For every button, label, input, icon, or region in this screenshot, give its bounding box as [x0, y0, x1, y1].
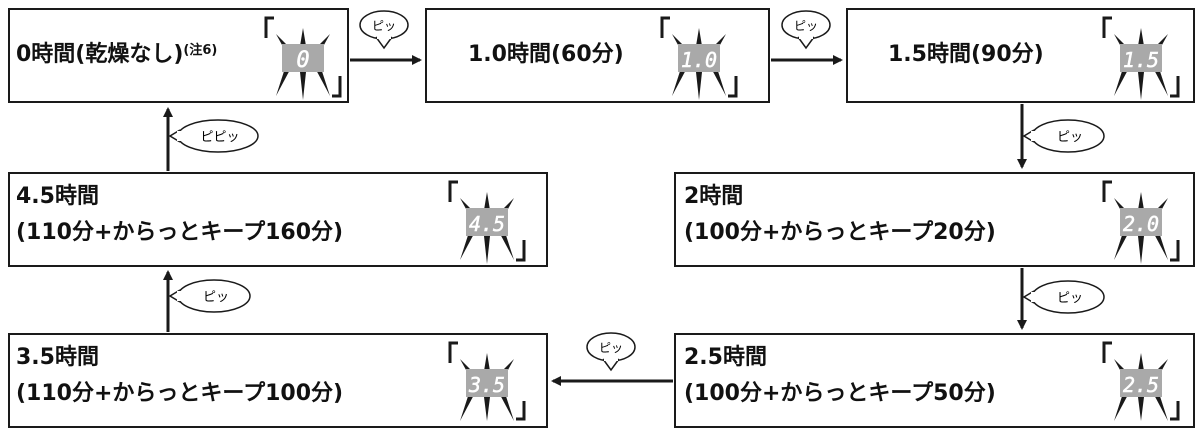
beep-text: ピッ — [1057, 291, 1083, 306]
beep-bubble: ピッ — [586, 332, 636, 372]
display-digits: 2.5 — [1123, 373, 1159, 397]
beep-bubble: ピッ — [781, 10, 831, 50]
state-detail: (100分+からっとキープ50分) — [684, 381, 996, 406]
note-ref: (注6) — [183, 43, 218, 58]
display-digits: 2.0 — [1123, 212, 1159, 236]
beep-text: ピピッ — [200, 130, 239, 145]
state-label-2h: 2時間 (100分+からっとキープ20分) — [684, 186, 996, 244]
beep-bubble: ピピッ — [168, 119, 259, 153]
state-label-3-5h: 3.5時間 (110分+からっとキープ100分) — [16, 347, 343, 405]
state-label-1h: 1.0時間(60分) — [468, 44, 624, 66]
blinking-display-icon: 1.0 — [660, 16, 738, 100]
blinking-display-icon: 0 — [264, 16, 342, 100]
display-digits: 1.5 — [1123, 48, 1159, 72]
state-box-4-5h — [8, 172, 548, 267]
state-text: 0時間(乾燥なし) — [16, 42, 184, 67]
display-digits: 0 — [296, 48, 309, 73]
state-detail: (100分+からっとキープ20分) — [684, 220, 996, 245]
beep-bubble: ピッ — [1022, 119, 1105, 153]
display-digits: 4.5 — [469, 212, 505, 236]
state-text: 2.5時間 — [684, 345, 767, 370]
state-label-1-5h: 1.5時間(90分) — [888, 44, 1044, 66]
state-text: 2時間 — [684, 184, 744, 209]
blinking-display-icon: 2.5 — [1102, 341, 1180, 421]
state-detail: (110分+からっとキープ100分) — [16, 381, 344, 406]
blinking-display-icon: 1.5 — [1102, 16, 1180, 100]
display-digits: 3.5 — [468, 373, 505, 397]
state-label-4-5h: 4.5時間 (110分+からっとキープ160分) — [16, 186, 343, 244]
beep-text: ピッ — [794, 19, 818, 33]
state-detail: (110分+からっとキープ160分) — [16, 220, 344, 245]
display-digits: 1.0 — [681, 48, 717, 72]
state-label-0h: 0時間(乾燥なし)(注6) — [16, 44, 217, 66]
beep-bubble: ピッ — [168, 279, 251, 313]
beep-text: ピッ — [372, 19, 396, 33]
blinking-display-icon: 4.5 — [448, 180, 526, 264]
beep-bubble: ピッ — [1022, 280, 1105, 314]
state-text: 4.5時間 — [16, 184, 99, 209]
state-text: 3.5時間 — [16, 345, 99, 370]
beep-text: ピッ — [203, 290, 229, 305]
blinking-display-icon: 2.0 — [1102, 180, 1180, 264]
beep-text: ピッ — [599, 341, 623, 355]
state-text: 1.5時間(90分) — [888, 42, 1044, 67]
beep-text: ピッ — [1057, 130, 1083, 145]
state-box-2h — [674, 172, 1195, 267]
state-label-2-5h: 2.5時間 (100分+からっとキープ50分) — [684, 347, 996, 405]
state-box-3-5h — [8, 333, 548, 428]
beep-bubble: ピッ — [359, 10, 409, 50]
state-text: 1.0時間(60分) — [468, 42, 624, 67]
blinking-display-icon: 3.5 — [448, 341, 526, 421]
